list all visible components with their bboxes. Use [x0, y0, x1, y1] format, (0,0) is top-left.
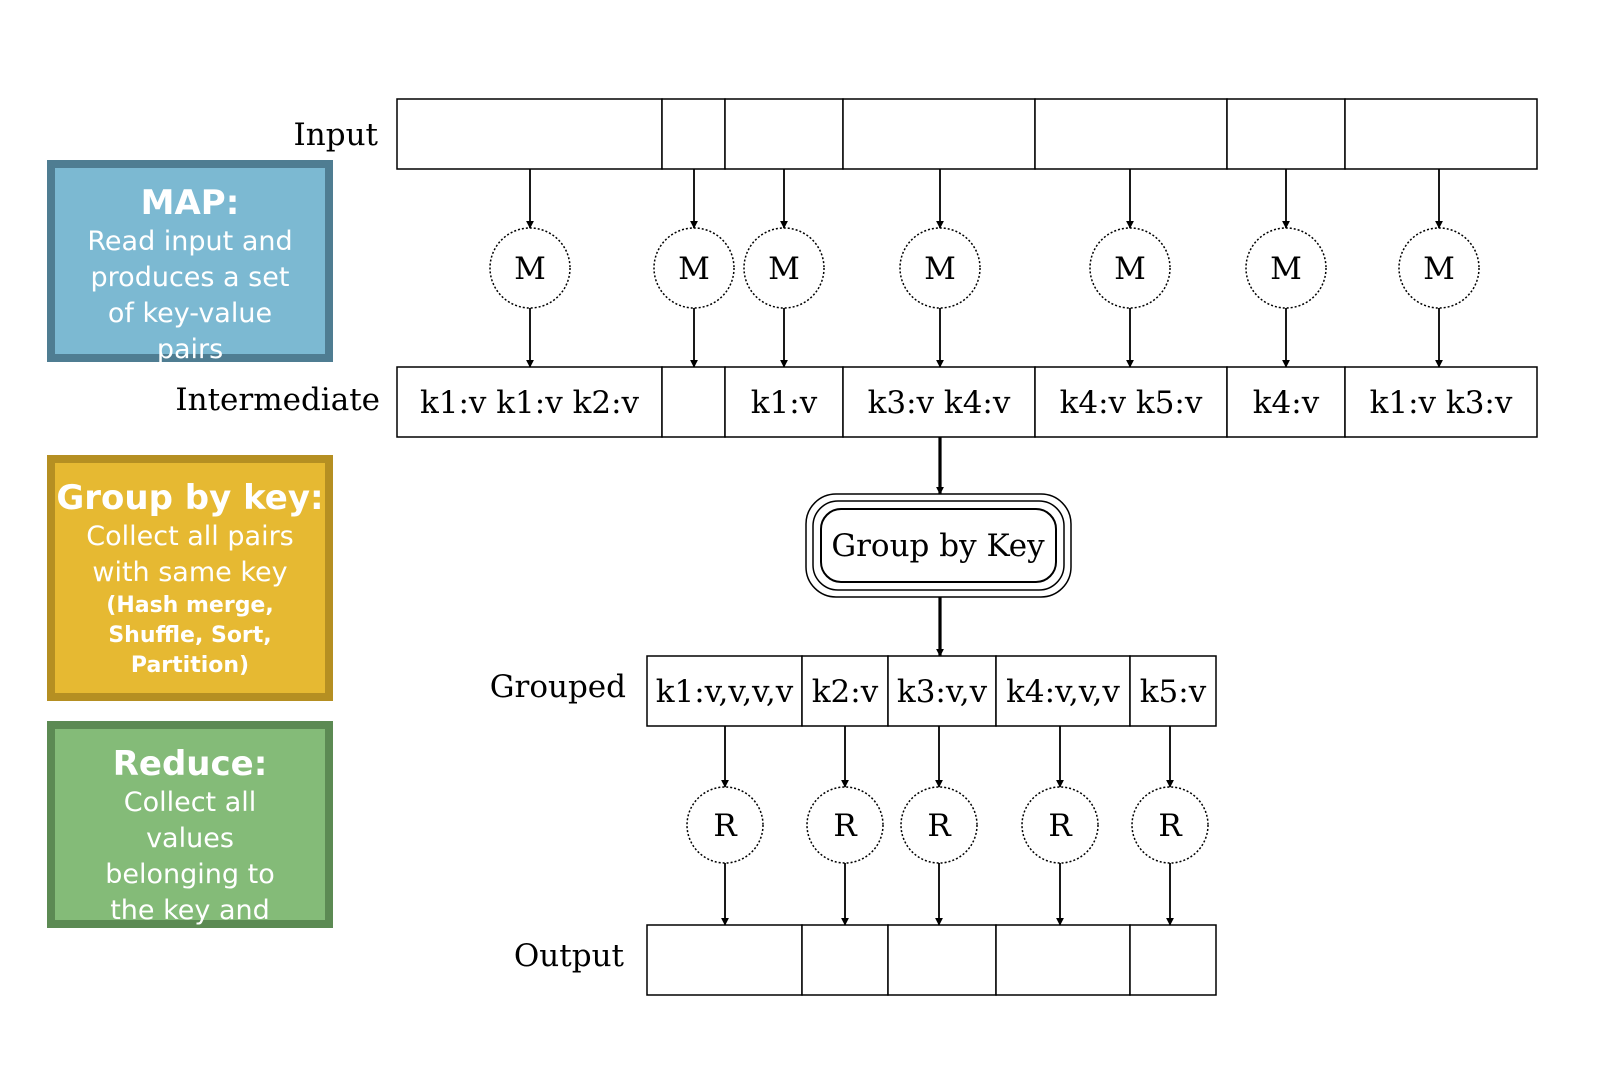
intermediate-cell-text: k1:v k1:v k2:v: [420, 385, 640, 421]
map-node-label: M: [1114, 251, 1146, 287]
map-legend-description: Read input and produces a set of key-val…: [87, 226, 293, 365]
group-legend-note: (Hash merge, Shuffle, Sort, Partition): [106, 593, 274, 678]
reduce-node-label: R: [927, 808, 952, 844]
group-legend-box: Group by key: Collect all pairs with sam…: [47, 455, 333, 701]
intermediate-cell-text: k4:v k5:v: [1060, 385, 1203, 421]
input-row-label: Input: [294, 117, 379, 153]
input-row: [396, 98, 1538, 170]
reduce-node: R: [1131, 786, 1209, 864]
map-node-label: M: [514, 251, 546, 287]
map-node: M: [1245, 227, 1327, 309]
reduce-node: R: [1021, 786, 1099, 864]
grouped-cell-text: k4:v,v,v: [1006, 674, 1120, 710]
reduce-node-label: R: [1048, 808, 1073, 844]
map-node-label: M: [924, 251, 956, 287]
output-cell: [995, 924, 1131, 996]
intermediate-cell: [661, 366, 726, 438]
intermediate-cell: [396, 366, 663, 438]
map-legend-box: MAP: Read input and produces a set of ke…: [47, 160, 333, 365]
output-cell: [646, 924, 803, 996]
output-cell: [887, 924, 997, 996]
grouped-cell-text: k2:v: [812, 674, 879, 710]
grouped-cell: [801, 655, 889, 727]
intermediate-cell: [842, 366, 1036, 438]
intermediate-row: k1:v k1:v k2:v k1:v k3:v k4:v k4:v k5:v k4:v…: [396, 366, 1538, 438]
output-row-label: Output: [514, 938, 625, 974]
group-legend-title: Group by key:: [56, 478, 324, 518]
group-by-key-label: Group by Key: [831, 528, 1045, 564]
intermediate-cell: [1034, 366, 1228, 438]
grouped-cell: [995, 655, 1131, 727]
map-legend-title: MAP:: [140, 183, 240, 223]
map-node-label: M: [768, 251, 800, 287]
grouped-cell: [1129, 655, 1217, 727]
map-node: M: [1398, 227, 1480, 309]
output-row: [646, 924, 1217, 996]
reduce-legend-description: Collect all values belonging to the key …: [105, 787, 275, 962]
input-cell: [1034, 98, 1228, 170]
reduce-node: R: [806, 786, 884, 864]
map-node: M: [653, 227, 735, 309]
grouped-cell-text: k5:v: [1140, 674, 1207, 710]
input-cell: [842, 98, 1036, 170]
reduce-node: R: [900, 786, 978, 864]
output-cell: [801, 924, 889, 996]
map-node: M: [743, 227, 825, 309]
output-cell: [1129, 924, 1217, 996]
grouped-cell: [646, 655, 803, 727]
input-cell: [1226, 98, 1346, 170]
reduce-legend-title: Reduce:: [112, 744, 268, 784]
intermediate-cell-text: k3:v k4:v: [868, 385, 1011, 421]
map-node: M: [1089, 227, 1171, 309]
intermediate-row-label: Intermediate: [175, 382, 380, 418]
grouped-cell-text: k1:v,v,v,v: [656, 674, 794, 710]
group-by-key-box: Group by Key: [805, 493, 1072, 598]
input-cell: [661, 98, 726, 170]
map-node: M: [899, 227, 981, 309]
input-cell: [396, 98, 663, 170]
map-node-label: M: [678, 251, 710, 287]
input-cell: [724, 98, 844, 170]
grouped-row: k1:v,v,v,v k2:v k3:v,v k4:v,v,v k5:v: [646, 655, 1217, 727]
reduce-legend-box: Reduce: Collect all values belonging to …: [47, 721, 333, 962]
grouped-cell-text: k3:v,v: [897, 674, 988, 710]
reduce-node-label: R: [833, 808, 858, 844]
intermediate-cell: [724, 366, 844, 438]
reduce-node: R: [686, 786, 764, 864]
intermediate-cell-text: k4:v: [1253, 385, 1320, 421]
reduce-node-label: R: [713, 808, 738, 844]
group-legend-description: Collect all pairs with same key: [86, 521, 294, 588]
intermediate-cell-text: k1:v k3:v: [1370, 385, 1513, 421]
map-node-label: M: [1423, 251, 1455, 287]
map-node-label: M: [1270, 251, 1302, 287]
reduce-node-label: R: [1158, 808, 1183, 844]
grouped-cell: [887, 655, 997, 727]
grouped-row-label: Grouped: [490, 669, 626, 705]
intermediate-cell-text: k1:v: [751, 385, 818, 421]
intermediate-cell: [1226, 366, 1346, 438]
input-cell: [1344, 98, 1538, 170]
map-node: M: [489, 227, 571, 309]
